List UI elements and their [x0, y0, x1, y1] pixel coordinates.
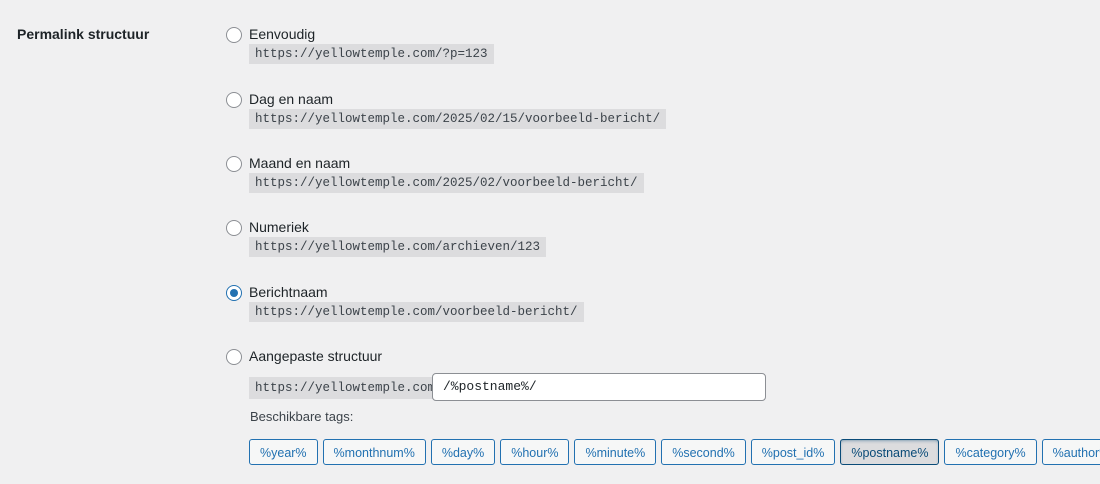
custom-structure-input[interactable]: /%postname%/ [432, 373, 766, 401]
radio-plain[interactable] [226, 27, 242, 43]
option-label: Eenvoudig [249, 26, 316, 42]
tag-category-button[interactable]: %category% [944, 439, 1037, 465]
permalink-structure-heading: Permalink structuur [17, 26, 150, 42]
tag-post-id-button[interactable]: %post_id% [750, 439, 836, 465]
tag-monthnum-button[interactable]: %monthnum% [322, 439, 426, 465]
radio-post-name[interactable] [226, 285, 242, 301]
radio-month-name[interactable] [226, 156, 242, 172]
option-label: Aangepaste structuur [249, 348, 383, 364]
option-label: Maand en naam [249, 155, 351, 171]
radio-day-name[interactable] [226, 92, 242, 108]
tag-second-button[interactable]: %second% [661, 439, 746, 465]
tag-year-button[interactable]: %year% [249, 439, 318, 465]
option-label: Numeriek [249, 219, 309, 235]
tag-day-button[interactable]: %day% [430, 439, 496, 465]
tag-hour-button[interactable]: %hour% [500, 439, 570, 465]
example-url: https://yellowtemple.com/?p=123 [249, 44, 494, 64]
radio-numeric[interactable] [226, 220, 242, 236]
custom-base-url: https://yellowtemple.com [249, 377, 442, 399]
radio-custom[interactable] [226, 349, 242, 365]
example-url: https://yellowtemple.com/2025/02/voorbee… [249, 173, 644, 193]
example-url: https://yellowtemple.com/2025/02/15/voor… [249, 109, 667, 129]
tag-postname-button[interactable]: %postname% [840, 439, 940, 465]
tag-author-button[interactable]: %author% [1041, 439, 1100, 465]
option-label: Berichtnaam [249, 284, 328, 300]
option-label: Dag en naam [249, 91, 334, 107]
tag-minute-button[interactable]: %minute% [574, 439, 657, 465]
available-tags-label: Beschikbare tags: [250, 409, 354, 424]
tag-buttons: %year% %monthnum% %day% %hour% %minute% … [249, 439, 1100, 465]
example-url: https://yellowtemple.com/voorbeeld-beric… [249, 302, 584, 322]
example-url: https://yellowtemple.com/archieven/123 [249, 237, 547, 257]
